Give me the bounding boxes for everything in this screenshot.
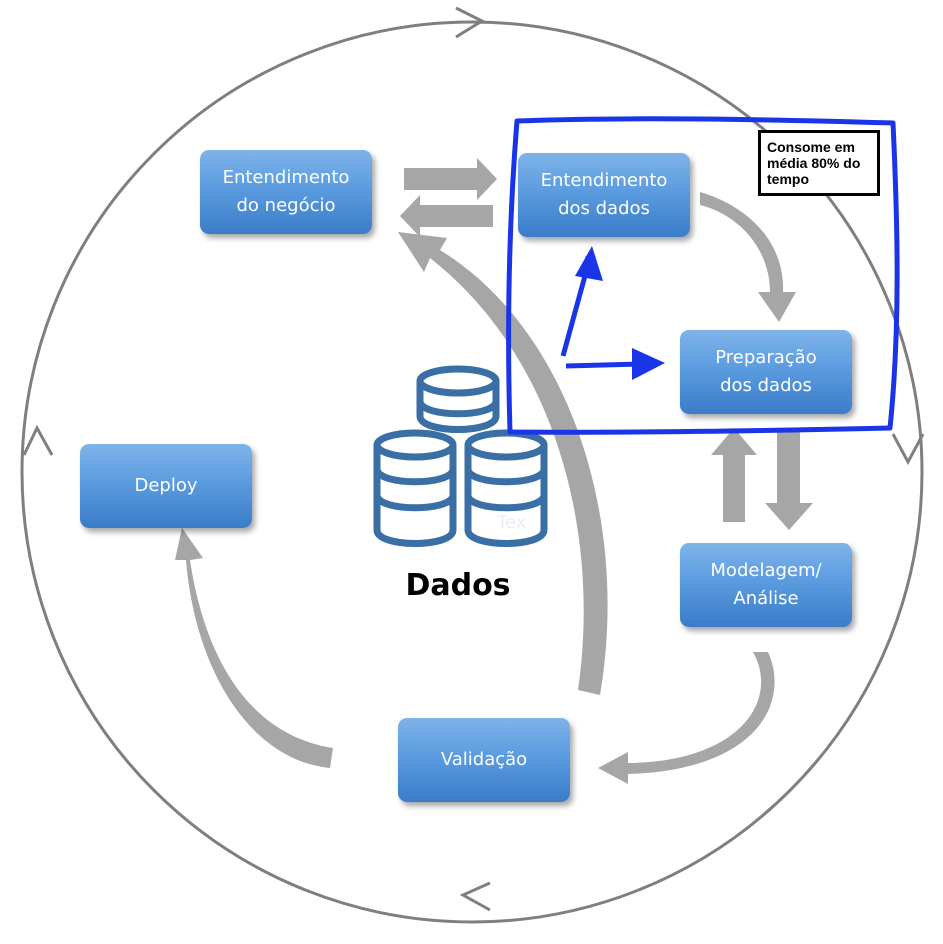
arrow-understanding-to-preparation	[700, 192, 796, 322]
step-deploy-line-1: Deploy	[134, 475, 198, 496]
annotation-box: Consome em média 80% do tempo	[758, 130, 880, 196]
database-cylinder-right	[464, 429, 548, 547]
arrow-center-to-business	[398, 232, 608, 695]
step-business-line-2: do negócio	[236, 195, 336, 216]
blue-arrow-right-head	[632, 348, 665, 380]
database-cylinder-left	[373, 429, 457, 547]
arrow-validation-to-deploy	[175, 528, 333, 768]
arrow-preparation-to-modeling	[765, 432, 813, 530]
step-deploy: Deploy	[80, 444, 252, 528]
cycle-arrowhead-top	[455, 6, 486, 39]
ghost-text: Tex	[497, 512, 527, 533]
database-cylinder-top	[416, 365, 500, 433]
arrow-business-to-data	[404, 158, 497, 200]
highlight-rectangle	[506, 116, 900, 435]
database-icon	[373, 365, 548, 547]
step-data-understanding-line-2: dos dados	[558, 198, 650, 219]
arrow-modeling-to-validation	[598, 652, 775, 784]
cycle-circle	[20, 20, 924, 924]
step-modeling: Modelagem/ Análise	[680, 543, 852, 627]
cycle-arrowhead-right	[891, 433, 925, 466]
arrow-modeling-to-preparation	[711, 428, 757, 522]
step-data-preparation: Preparação dos dados	[680, 330, 852, 414]
step-modeling-line-2: Análise	[733, 588, 799, 609]
blue-arrow-right	[565, 361, 641, 369]
step-business-understanding: Entendimento do negócio	[200, 150, 372, 234]
annotation-line-1: Consome em	[767, 139, 855, 155]
step-validation-line-1: Validação	[440, 749, 528, 770]
step-preparation-line-2: dos dados	[720, 375, 812, 396]
blue-arrow-up-head	[575, 246, 603, 281]
annotation-line-2: média 80% do	[767, 155, 861, 171]
center-label: Dados	[405, 568, 511, 603]
cycle-arrowhead-left	[22, 424, 54, 456]
step-data-understanding: Entendimento dos dados	[518, 153, 690, 237]
cycle-arrowhead-bottom	[459, 881, 491, 912]
arrow-data-to-business	[400, 195, 493, 237]
step-validation: Validação	[398, 718, 570, 802]
annotation-line-3: tempo	[767, 171, 809, 187]
step-modeling-line-1: Modelagem/	[710, 560, 822, 581]
step-business-line-1: Entendimento	[222, 167, 350, 188]
step-preparation-line-1: Preparação	[715, 347, 817, 368]
step-data-understanding-line-1: Entendimento	[540, 170, 668, 191]
